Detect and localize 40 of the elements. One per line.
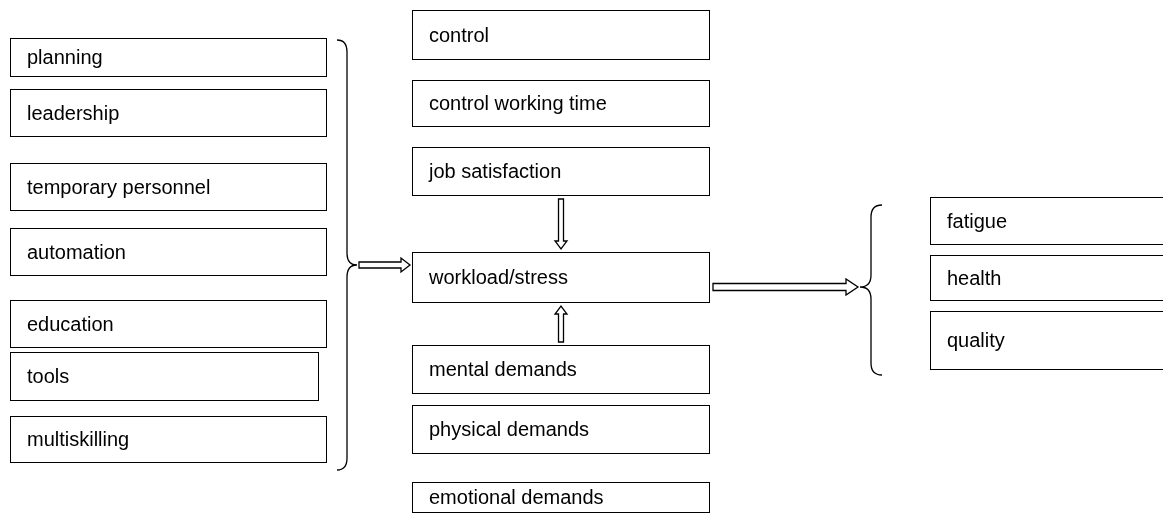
- box-label: mental demands: [429, 358, 577, 381]
- process-box: [10, 352, 319, 401]
- process-box: [412, 405, 710, 454]
- box-label: control: [429, 23, 490, 47]
- process-box: [412, 80, 710, 127]
- box-label: planning: [27, 46, 103, 69]
- box-label: leadership: [27, 101, 120, 125]
- box-label: quality: [947, 329, 1005, 352]
- box-label: automation: [27, 240, 126, 264]
- block-arrow: [553, 198, 569, 251]
- box-label: fatigue: [947, 209, 1008, 233]
- box-label: control working time: [429, 92, 607, 115]
- process-box: [10, 300, 327, 348]
- process-box: [412, 10, 710, 60]
- process-box: [930, 311, 1163, 370]
- brace: [860, 205, 882, 375]
- process-box: [412, 252, 710, 303]
- process-box: [412, 147, 710, 196]
- process-box: [10, 89, 327, 137]
- process-box: [930, 197, 1163, 245]
- box-label: temporary personnel: [27, 175, 211, 199]
- process-box: [930, 255, 1163, 301]
- process-box: [412, 345, 710, 394]
- block-arrow: [358, 256, 412, 274]
- box-label: multiskilling: [27, 428, 130, 451]
- box-label: education: [27, 312, 114, 336]
- process-box: [10, 416, 327, 463]
- box-label: job satisfaction: [429, 160, 562, 183]
- process-box: [10, 228, 327, 276]
- box-label: workload/stress: [429, 266, 568, 289]
- process-box: [10, 163, 327, 211]
- box-label: physical demands: [429, 418, 590, 441]
- block-arrow: [712, 277, 860, 297]
- box-label: emotional demands: [429, 486, 604, 509]
- process-box: [10, 38, 327, 77]
- block-arrow: [553, 304, 569, 343]
- process-box: [412, 482, 710, 513]
- box-label: tools: [27, 365, 70, 388]
- brace: [337, 40, 357, 470]
- box-label: health: [947, 266, 1002, 290]
